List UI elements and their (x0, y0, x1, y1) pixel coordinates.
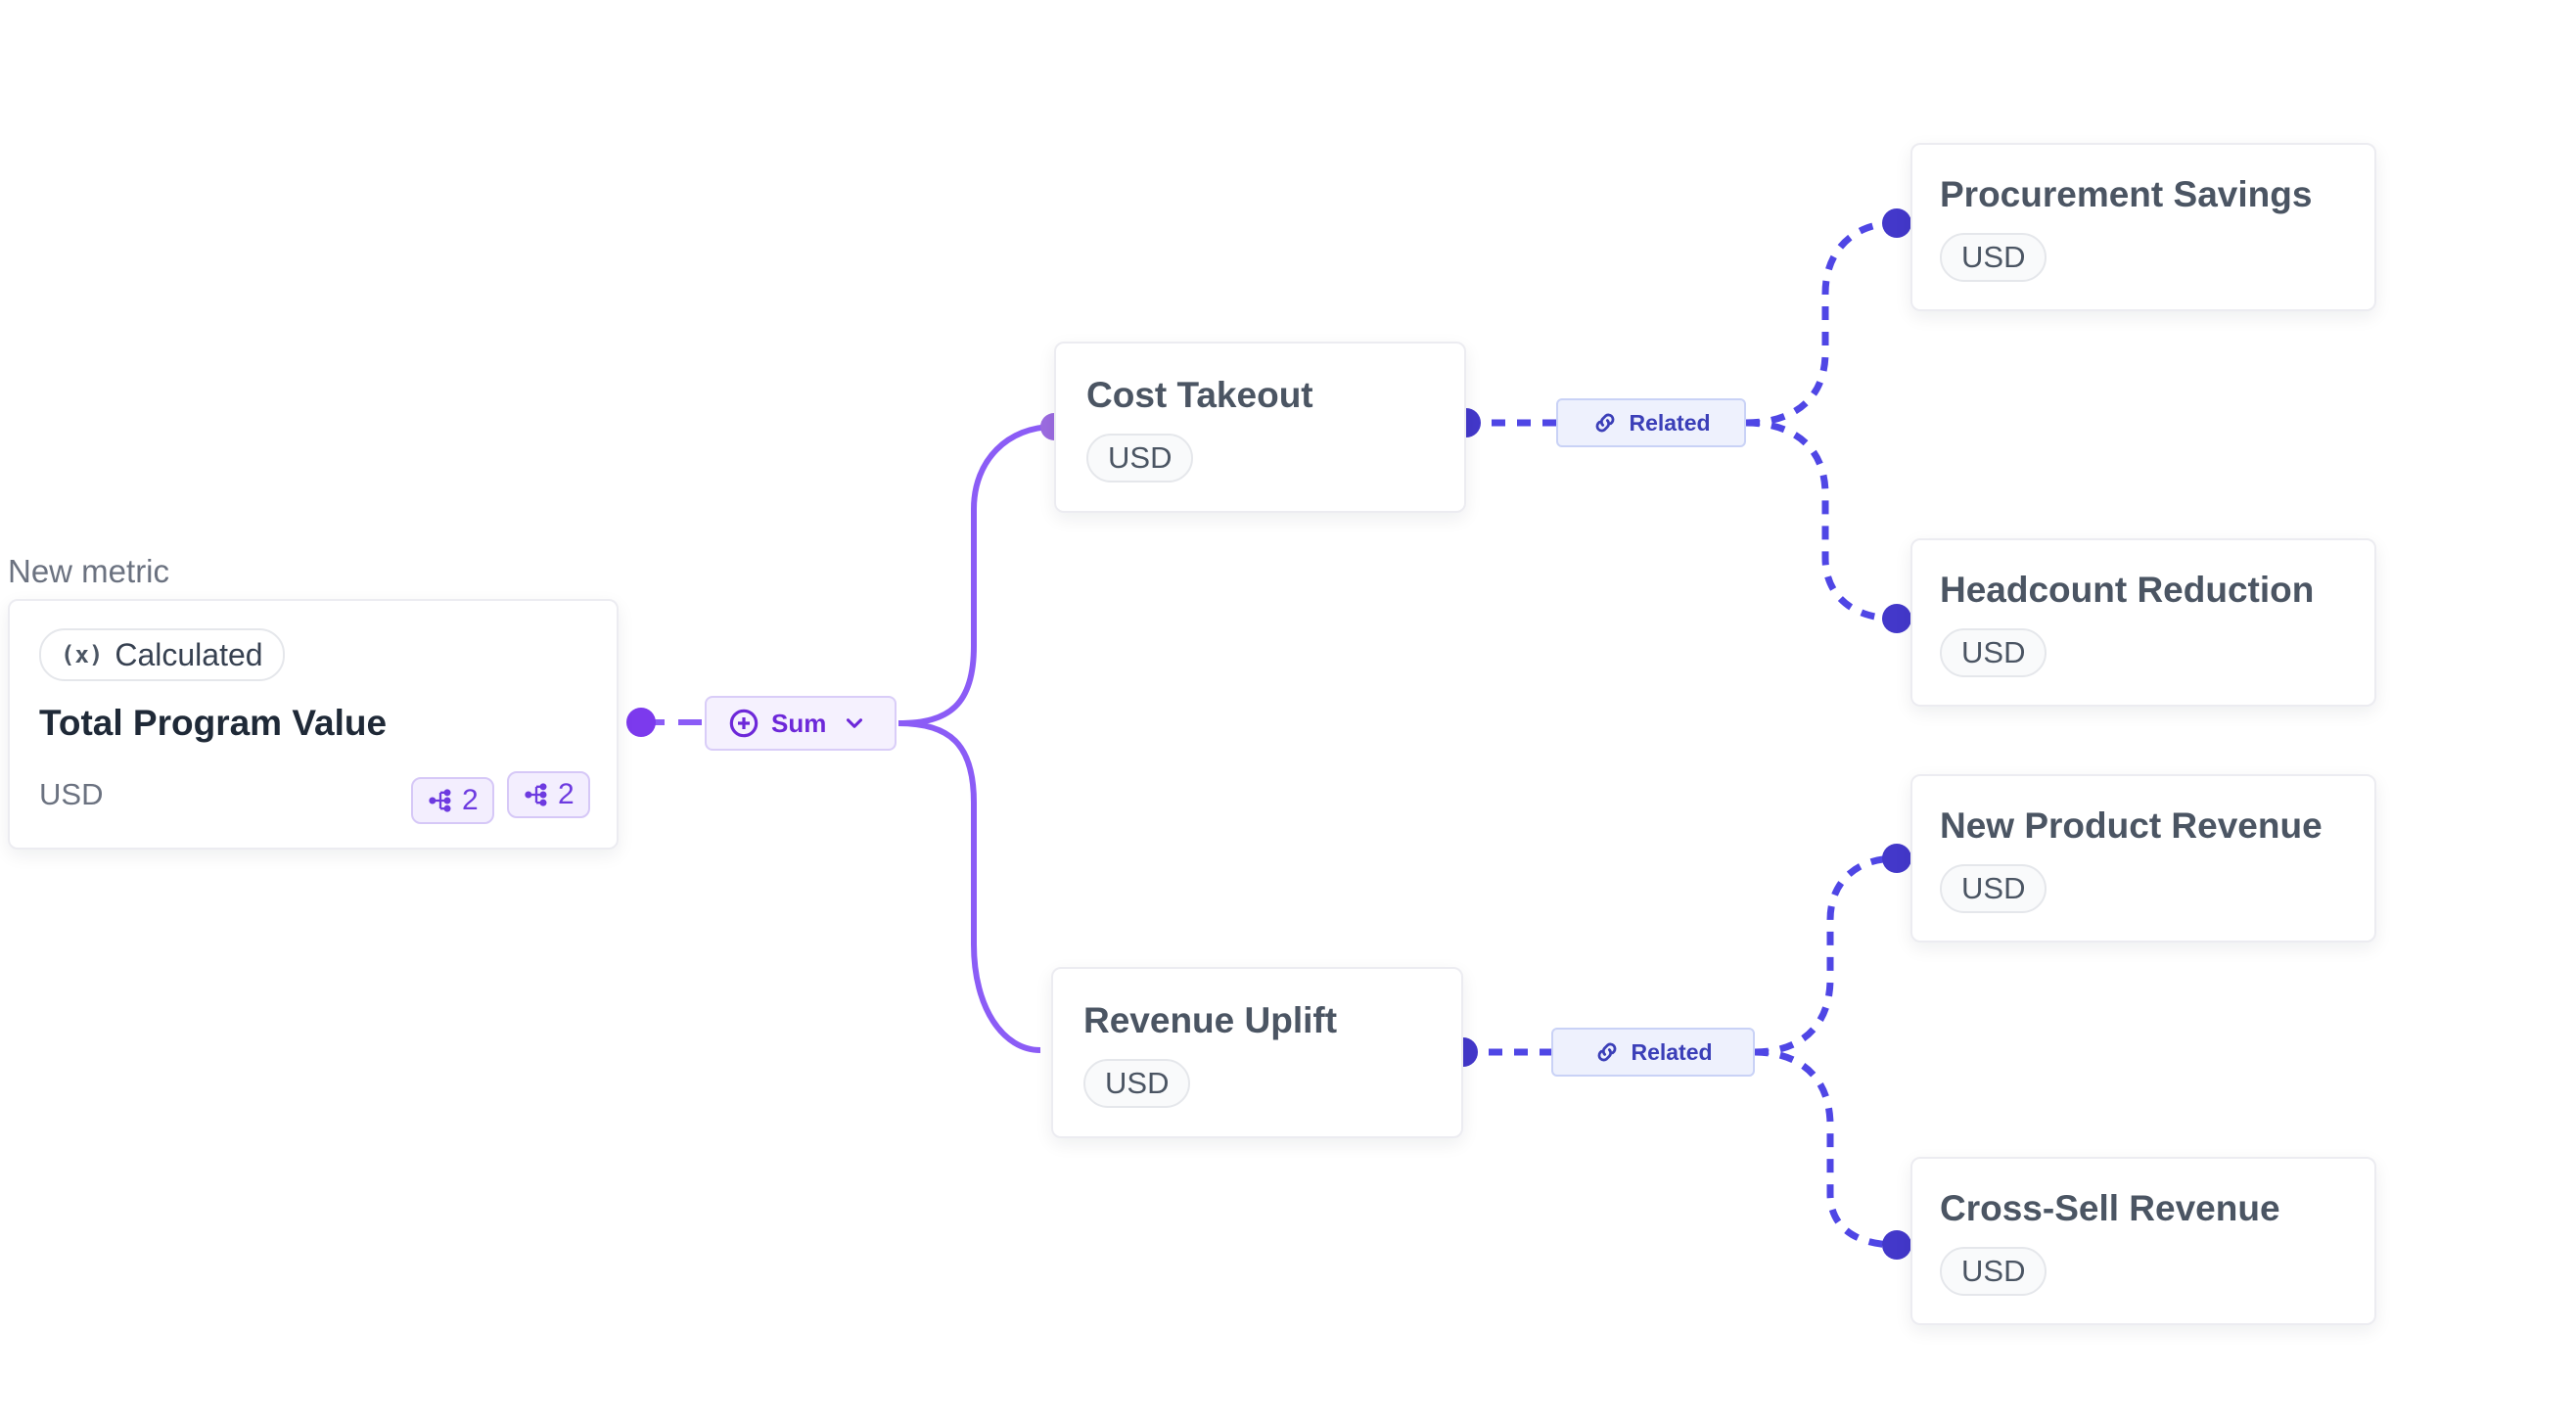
relation-chip-revenue-uplift[interactable]: Related (1551, 1028, 1755, 1077)
chevron-down-icon (847, 718, 863, 728)
metric-card-headcount-reduction[interactable]: Headcount Reduction USD (1910, 538, 2376, 707)
link-icon (1596, 413, 1615, 433)
function-icon: (x) (61, 641, 104, 668)
metric-type-badge: (x) Calculated (39, 628, 285, 681)
metric-card-new-product-revenue[interactable]: New Product Revenue USD (1910, 774, 2376, 942)
edge-sum-to-cost-takeout (897, 424, 1055, 726)
metric-title: Revenue Uplift (1083, 1000, 1338, 1040)
metric-card-total-program-value[interactable]: (x) Calculated Total Program Value USD 2… (8, 599, 619, 850)
relation-label: Related (1629, 409, 1711, 436)
hierarchy-icon (525, 783, 547, 806)
edge-related-to-headcount (1745, 419, 1896, 622)
metric-unit-pill: USD (1940, 233, 2047, 282)
edge-related-to-cross-sell (1754, 1048, 1897, 1249)
procurement-input-port[interactable] (1882, 208, 1911, 238)
metric-unit: USD (39, 777, 104, 811)
metric-unit-pill: USD (1940, 628, 2047, 677)
metric-card-procurement-savings[interactable]: Procurement Savings USD (1910, 143, 2376, 311)
edge-sum-to-revenue-uplift (897, 720, 1041, 1053)
metric-card-cross-sell-revenue[interactable]: Cross-Sell Revenue USD (1910, 1157, 2376, 1325)
metric-unit-pill: USD (1086, 434, 1194, 483)
plus-circle-icon (729, 709, 759, 738)
metric-type-label: Calculated (115, 636, 263, 672)
cross-sell-input-port[interactable] (1882, 1230, 1911, 1260)
headcount-input-port[interactable] (1882, 604, 1911, 633)
metric-card-revenue-uplift[interactable]: Revenue Uplift USD (1051, 967, 1463, 1138)
new-product-input-port[interactable] (1882, 844, 1911, 873)
children-count: 2 (462, 784, 479, 816)
metric-title: Total Program Value (39, 703, 388, 743)
edge-related-to-new-product (1754, 854, 1897, 1056)
relation-chip-cost-takeout[interactable]: Related (1556, 398, 1746, 447)
edge-related-to-procurement (1745, 219, 1896, 427)
metric-title: Cost Takeout (1086, 375, 1313, 415)
metric-title: Cross-Sell Revenue (1940, 1188, 2280, 1228)
relation-label: Related (1631, 1038, 1713, 1065)
aggregation-label: Sum (771, 708, 827, 738)
descendants-count-badge[interactable]: 2 (507, 771, 590, 818)
descendants-count: 2 (558, 778, 575, 810)
node-caption: New metric (8, 553, 170, 589)
children-count-badge[interactable]: 2 (411, 777, 494, 824)
metric-title: Headcount Reduction (1940, 570, 2315, 610)
metric-unit-pill: USD (1940, 864, 2047, 913)
metric-unit-pill: USD (1940, 1247, 2047, 1296)
metric-title: Procurement Savings (1940, 174, 2313, 214)
hierarchy-icon (429, 789, 451, 812)
metric-unit-pill: USD (1083, 1059, 1191, 1108)
aggregation-dropdown[interactable]: Sum (705, 696, 897, 751)
link-icon (1598, 1042, 1617, 1062)
metric-title: New Product Revenue (1940, 805, 2323, 846)
root-output-port[interactable] (626, 708, 656, 737)
metric-card-cost-takeout[interactable]: Cost Takeout USD (1054, 342, 1466, 513)
